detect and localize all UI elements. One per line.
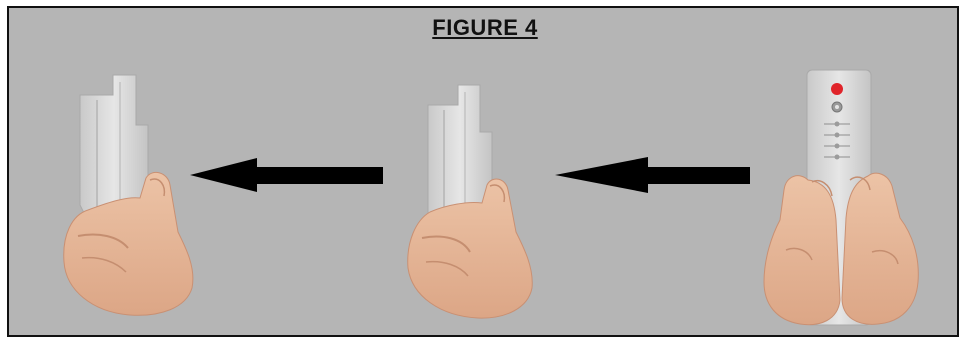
power-button	[831, 83, 843, 95]
step-1-hand-remote	[64, 75, 193, 315]
arrow-left-1	[190, 158, 383, 192]
arrow-left-2	[555, 157, 750, 193]
left-hand	[764, 176, 840, 325]
step-3-two-hands-remote	[764, 70, 918, 325]
step-2-hand-remote	[408, 85, 533, 318]
right-hand	[842, 173, 918, 324]
